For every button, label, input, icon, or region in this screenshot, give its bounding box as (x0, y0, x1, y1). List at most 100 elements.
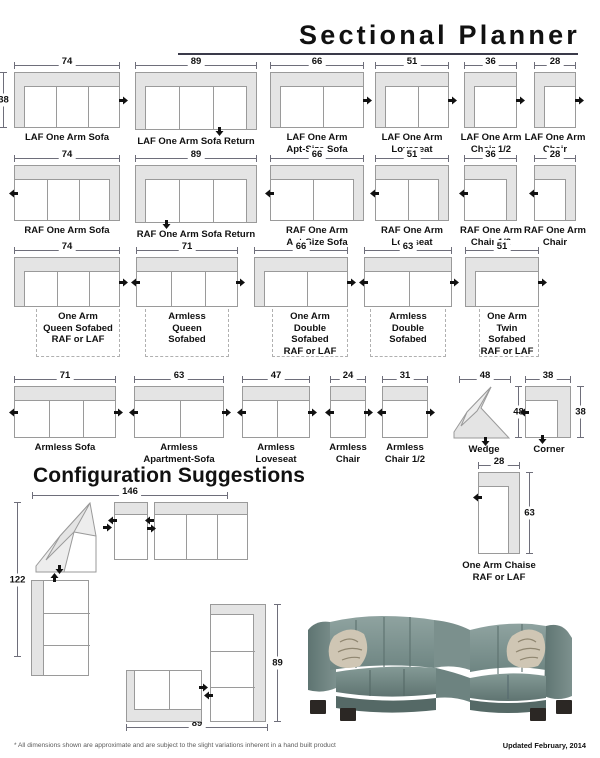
connector-arrow-right (118, 95, 129, 106)
connector-arrow-right (363, 407, 374, 418)
configuration-heading: Configuration Suggestions (33, 464, 305, 487)
config-dimension-height: 89 (270, 604, 285, 722)
connector-arrow-left (236, 407, 247, 418)
piece-seat (24, 86, 120, 128)
connector-arrow-left (8, 407, 19, 418)
dimension-width: 28 (534, 55, 576, 69)
config-dimension-height: 122 (7, 502, 28, 657)
piece-seat (464, 179, 507, 221)
dimension-width: 66 (270, 148, 364, 162)
connector-arrow-right (449, 277, 460, 288)
connector-arrow-right (447, 95, 458, 106)
sectional-sofa-photo (294, 596, 586, 728)
config-dimension-width: 89 (126, 717, 268, 731)
piece-caption: One Arm Chaise RAF or LAF (462, 560, 536, 583)
piece-caption: Armless Queen Sofabed (168, 311, 206, 345)
piece-seat (478, 486, 509, 554)
piece-seat (364, 271, 452, 307)
dimension-width: 36 (464, 55, 517, 69)
piece-caption: Armless Chair 1/2 (384, 442, 426, 465)
wedge-shape (453, 386, 511, 439)
piece-seat (24, 271, 120, 307)
connector-arrow-left (358, 277, 369, 288)
piece-caption: RAF One Arm Sofa Return (136, 229, 256, 240)
connector-arrow-right (221, 407, 232, 418)
piece-caption: LAF One Arm Sofa Return (137, 136, 255, 147)
piece-caption: Armless Apartment-Sofa (143, 442, 215, 465)
connector-arrow-left (369, 188, 380, 199)
piece-seat (475, 271, 539, 307)
connector-arrow-left (203, 690, 214, 701)
dimension-width: 51 (375, 148, 449, 162)
config-dimension-width: 146 (32, 485, 228, 499)
page-header: Sectional Planner (0, 12, 600, 56)
config-piece-seat (210, 614, 255, 722)
footer-updated: Updated February, 2014 (502, 741, 586, 750)
page-title: Sectional Planner (299, 20, 580, 50)
connector-arrow-right (198, 682, 209, 693)
dimension-width: 89 (135, 55, 257, 69)
piece-seat (330, 400, 366, 438)
piece-seat (242, 400, 310, 438)
connector-arrow-left (519, 407, 530, 418)
connector-arrow-right (235, 277, 246, 288)
piece-seat (136, 271, 238, 307)
dimension-width: 38 (525, 369, 571, 383)
dimension-width: 74 (14, 55, 120, 69)
dimension-height: 38 (573, 386, 588, 438)
dimension-width: 36 (464, 148, 517, 162)
connector-arrow-right (362, 95, 373, 106)
dimension-width: 89 (135, 148, 257, 162)
piece-caption: Armless Chair (329, 442, 367, 465)
piece-caption: One Arm Twin Sofabed RAF or LAF (480, 311, 534, 357)
dimension-width: 31 (382, 369, 428, 383)
piece-seat (280, 86, 364, 128)
dimension-width: 71 (136, 240, 238, 254)
dimension-width: 28 (534, 148, 576, 162)
piece-seat (270, 179, 354, 221)
connector-arrow-left (130, 277, 141, 288)
piece-seat (145, 86, 247, 130)
piece-caption: LAF One Arm Apt-Size Sofa (286, 132, 348, 155)
piece-caption: Armless Double Sofabed (389, 311, 427, 345)
dimension-width: 71 (14, 369, 116, 383)
piece-caption: RAF One Arm Chair (524, 225, 586, 248)
piece-seat (544, 86, 576, 128)
dimension-width: 66 (270, 55, 364, 69)
config-piece-seat (43, 580, 90, 676)
dimension-height: 48 (511, 386, 526, 438)
piece-caption: LAF One Arm Sofa (24, 132, 110, 143)
dimension-width: 51 (375, 55, 449, 69)
connector-arrow-up (49, 572, 60, 583)
connector-arrow-right (537, 277, 548, 288)
connector-arrow-right (307, 407, 318, 418)
piece-seat (14, 400, 116, 438)
connector-arrow-down (214, 126, 225, 137)
connector-arrow-right (102, 522, 113, 533)
piece-seat (14, 179, 110, 221)
piece-caption: One Arm Double Sofabed RAF or LAF (283, 311, 337, 357)
piece-seat (375, 179, 439, 221)
dimension-width: 74 (14, 148, 120, 162)
piece-caption: Armless Sofa (34, 442, 96, 453)
connector-arrow-left (376, 407, 387, 418)
dimension-width: 24 (330, 369, 366, 383)
dimension-width: 63 (134, 369, 224, 383)
connector-arrow-right (346, 277, 357, 288)
connector-arrow-right (425, 407, 436, 418)
connector-arrow-left (264, 188, 275, 199)
connector-arrow-right (574, 95, 585, 106)
connector-arrow-left (528, 188, 539, 199)
piece-caption: One Arm Queen Sofabed RAF or LAF (43, 311, 113, 345)
connector-arrow-right (113, 407, 124, 418)
piece-seat (525, 400, 558, 438)
config-wedge (35, 502, 97, 573)
dimension-width: 74 (14, 240, 120, 254)
connector-arrow-right (146, 523, 157, 534)
connector-arrow-down (480, 436, 491, 447)
connector-arrow-down (161, 219, 172, 230)
connector-arrow-left (128, 407, 139, 418)
piece-seat (534, 179, 566, 221)
dimension-width: 47 (242, 369, 310, 383)
